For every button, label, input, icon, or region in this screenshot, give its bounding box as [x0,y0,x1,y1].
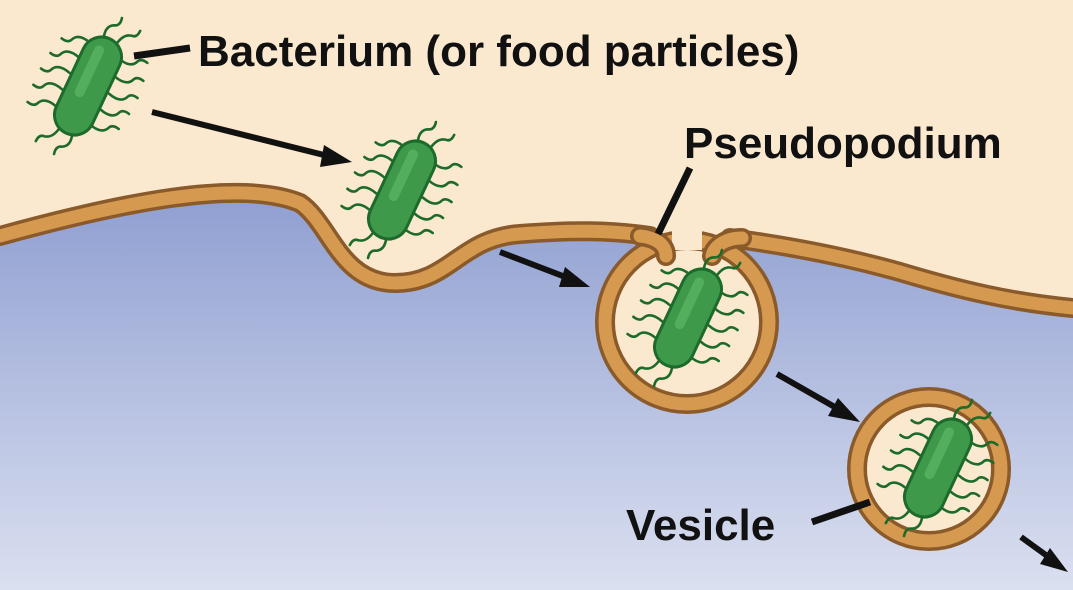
pseudopodium-label: Pseudopodium [684,119,1002,168]
pseudopodium-opening [672,228,702,250]
bacterium-label: Bacterium (or food particles) [198,27,799,76]
vesicle-label: Vesicle [626,501,775,550]
